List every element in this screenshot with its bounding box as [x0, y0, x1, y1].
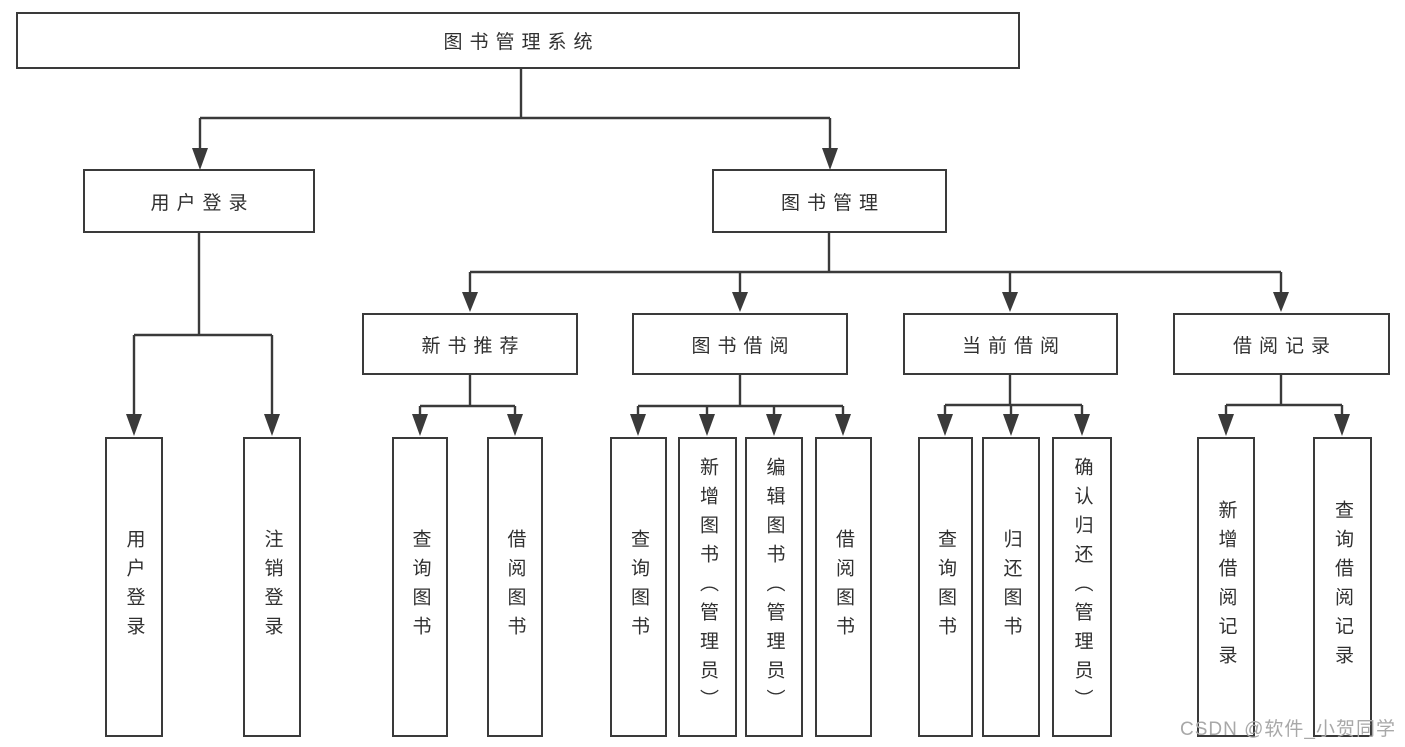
leaf-query-borrow-record: 查询借阅记录 — [1313, 437, 1372, 737]
node-label: 编辑图书（管理员） — [763, 456, 785, 718]
leaf-add-books-admin: 新增图书（管理员） — [678, 437, 737, 737]
leaf-logout-login: 注销登录 — [243, 437, 301, 737]
node-label: 借阅图书 — [504, 529, 526, 645]
node-label: 查询借阅记录 — [1332, 500, 1353, 674]
node-label: 图书借阅 — [691, 335, 796, 357]
node-label: 当前借阅 — [961, 335, 1066, 357]
node-book-management: 图书管理 — [712, 169, 947, 233]
node-library-system: 图书管理系统 — [16, 12, 1020, 69]
node-borrowing-records: 借阅记录 — [1173, 313, 1390, 375]
leaf-query-books-recommend: 查询图书 — [392, 437, 448, 737]
leaf-query-books-current: 查询图书 — [918, 437, 973, 737]
node-label: 查询图书 — [628, 529, 649, 645]
leaf-borrow-books-recommend: 借阅图书 — [487, 437, 543, 737]
node-label: 借阅记录 — [1232, 335, 1337, 357]
node-label: 归还图书 — [1000, 529, 1022, 645]
node-current-borrowing: 当前借阅 — [903, 313, 1118, 375]
node-label: 用户登录 — [123, 529, 145, 645]
leaf-user-login: 用户登录 — [105, 437, 163, 737]
leaf-borrow-books-borrowing: 借阅图书 — [815, 437, 872, 737]
leaf-query-books-borrowing: 查询图书 — [610, 437, 667, 737]
node-label: 借阅图书 — [833, 529, 854, 645]
node-label: 图书管理系统 — [443, 32, 600, 53]
node-user-login: 用户登录 — [83, 169, 315, 233]
node-book-borrowing: 图书借阅 — [632, 313, 848, 375]
arrowheads — [126, 148, 1350, 436]
leaf-add-borrow-record: 新增借阅记录 — [1197, 437, 1255, 737]
node-label: 确认归还（管理员） — [1071, 456, 1093, 718]
node-label: 新增图书（管理员） — [697, 456, 718, 718]
leaf-edit-books-admin: 编辑图书（管理员） — [745, 437, 803, 737]
node-label: 新增借阅记录 — [1215, 500, 1237, 674]
node-label: 用户登录 — [150, 192, 255, 214]
node-new-book-recommend: 新书推荐 — [362, 313, 578, 375]
leaf-confirm-return-admin: 确认归还（管理员） — [1052, 437, 1112, 737]
node-label: 查询图书 — [409, 529, 431, 645]
node-label: 图书管理 — [780, 192, 885, 214]
node-label: 查询图书 — [935, 529, 956, 645]
leaf-return-books: 归还图书 — [982, 437, 1040, 737]
node-label: 注销登录 — [261, 529, 283, 645]
node-label: 新书推荐 — [421, 335, 526, 357]
